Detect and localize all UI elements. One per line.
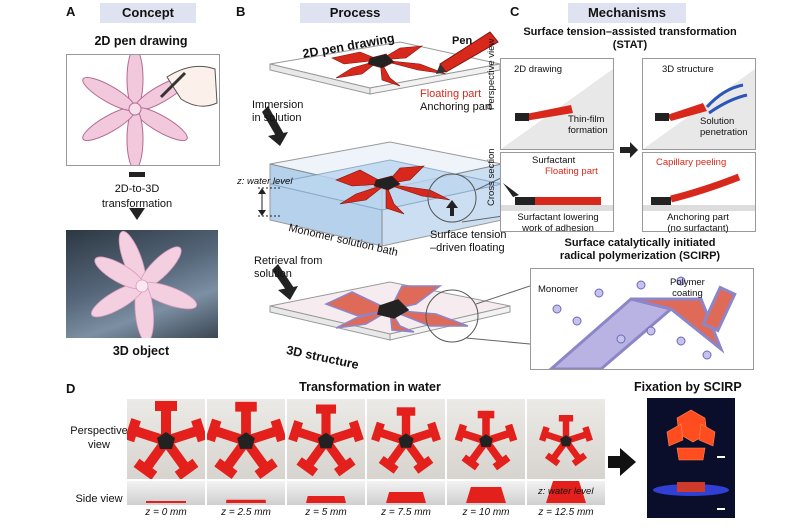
- side-frame: [447, 481, 525, 505]
- big-arrow-icon: [608, 448, 636, 481]
- drawing-2d-label: 2D drawing: [514, 64, 563, 75]
- pen-icon: [436, 31, 499, 74]
- pen-label: Pen: [452, 35, 473, 47]
- panel-a-arrow-caption: 2D-to-3D transformation: [101, 183, 173, 210]
- 3d-flower-photo: [66, 230, 218, 343]
- panel-c-letter: C: [510, 4, 520, 19]
- panel-a-top-caption: 2D pen drawing: [94, 34, 188, 48]
- stat-panel-peeling: [642, 152, 756, 232]
- row-label-perspective: Perspective view: [70, 425, 128, 451]
- panel-d-letter: D: [66, 381, 76, 396]
- water-level-label-b: z: water level: [237, 176, 293, 187]
- panel-a-letter: A: [66, 4, 76, 19]
- hand-with-pen-icon: [159, 65, 218, 107]
- side-frame: [127, 481, 205, 505]
- transformation-frames: z = 0 mm z = 2.5 mm z = 5 mm z = 7.5 mm …: [124, 399, 605, 518]
- side-frame: [207, 481, 285, 505]
- stat-title: Surface tension–assisted transformation …: [523, 26, 737, 51]
- row-label-side: Side view: [75, 493, 123, 505]
- panel-a-header: Concept: [100, 3, 196, 23]
- surfactant-lowering-label: Surfactant lowering work of adhesion: [517, 212, 599, 234]
- z-label: z = 10 mm: [462, 507, 510, 518]
- side-frame: [527, 481, 605, 505]
- anchoring-note-label: Anchoring part (no surfactant): [667, 212, 729, 234]
- panel-a-bottom-caption: 3D object: [112, 344, 170, 358]
- panel-b-header: Process: [300, 3, 410, 23]
- panel-b-letter: B: [236, 4, 246, 19]
- z-label: z = 5 mm: [305, 507, 347, 518]
- perspective-frame: [447, 399, 525, 479]
- perspective-frame: [287, 399, 365, 479]
- drawing-shape-floating: [335, 165, 451, 215]
- fixation-title: Fixation by SCIRP: [634, 380, 742, 394]
- z-label: z = 12.5 mm: [538, 507, 594, 518]
- capillary-peeling-label: Capillary peeling: [656, 157, 727, 168]
- cross-section-axis-label: Cross section: [486, 148, 497, 206]
- anchoring-part-label: Anchoring part: [420, 101, 492, 113]
- panel-d-title: Transformation in water: [299, 380, 441, 394]
- stat-arrow-icon: [620, 142, 638, 163]
- immersion-label: Immersion in solution: [252, 99, 304, 124]
- z-label: z = 0 mm: [145, 507, 187, 518]
- scirp-title: Surface catalytically initiated radical …: [559, 237, 721, 262]
- floating-part-label-c: Floating part: [545, 166, 598, 177]
- panel-c-header: Mechanisms: [568, 3, 686, 23]
- side-frame: [367, 481, 445, 505]
- monomer-label: Monomer: [538, 284, 579, 295]
- side-frame: [287, 481, 365, 505]
- thin-film-label: Thin-film formation: [568, 114, 608, 136]
- drawing-shape-3d: [324, 285, 469, 333]
- retrieval-label: Retrieval from solution: [254, 255, 323, 280]
- floating-note-label: Surface tension –driven floating: [430, 229, 507, 254]
- surfactant-label: Surfactant: [532, 155, 576, 166]
- flower-drawing: [82, 48, 218, 170]
- polymer-coating-label: Polymer coating: [670, 277, 705, 299]
- perspective-frame: [527, 399, 605, 479]
- stat-panel-structure: [642, 58, 756, 150]
- stat-panel-drawing: [500, 58, 614, 150]
- stat-panel-surfactant: [500, 152, 614, 232]
- water-level-label-d: z: water level: [538, 486, 594, 497]
- drawing-shape-top: [331, 45, 447, 87]
- pen-drawing-frame: [66, 48, 220, 170]
- perspective-frame: [124, 399, 208, 480]
- scirp-panel: [530, 268, 754, 370]
- fixation-photo: [647, 398, 735, 518]
- structure-3d-label: 3D structure: [662, 64, 714, 75]
- solution-penetration-label: Solution penetration: [700, 116, 748, 138]
- perspective-view-axis-label: Perspective view: [486, 38, 497, 110]
- perspective-frame: [367, 399, 445, 479]
- z-label: z = 7.5 mm: [381, 507, 431, 518]
- floating-part-label: Floating part: [420, 88, 482, 100]
- perspective-frame: [205, 399, 287, 480]
- z-label: z = 2.5 mm: [221, 507, 271, 518]
- process-diagram: [258, 31, 530, 345]
